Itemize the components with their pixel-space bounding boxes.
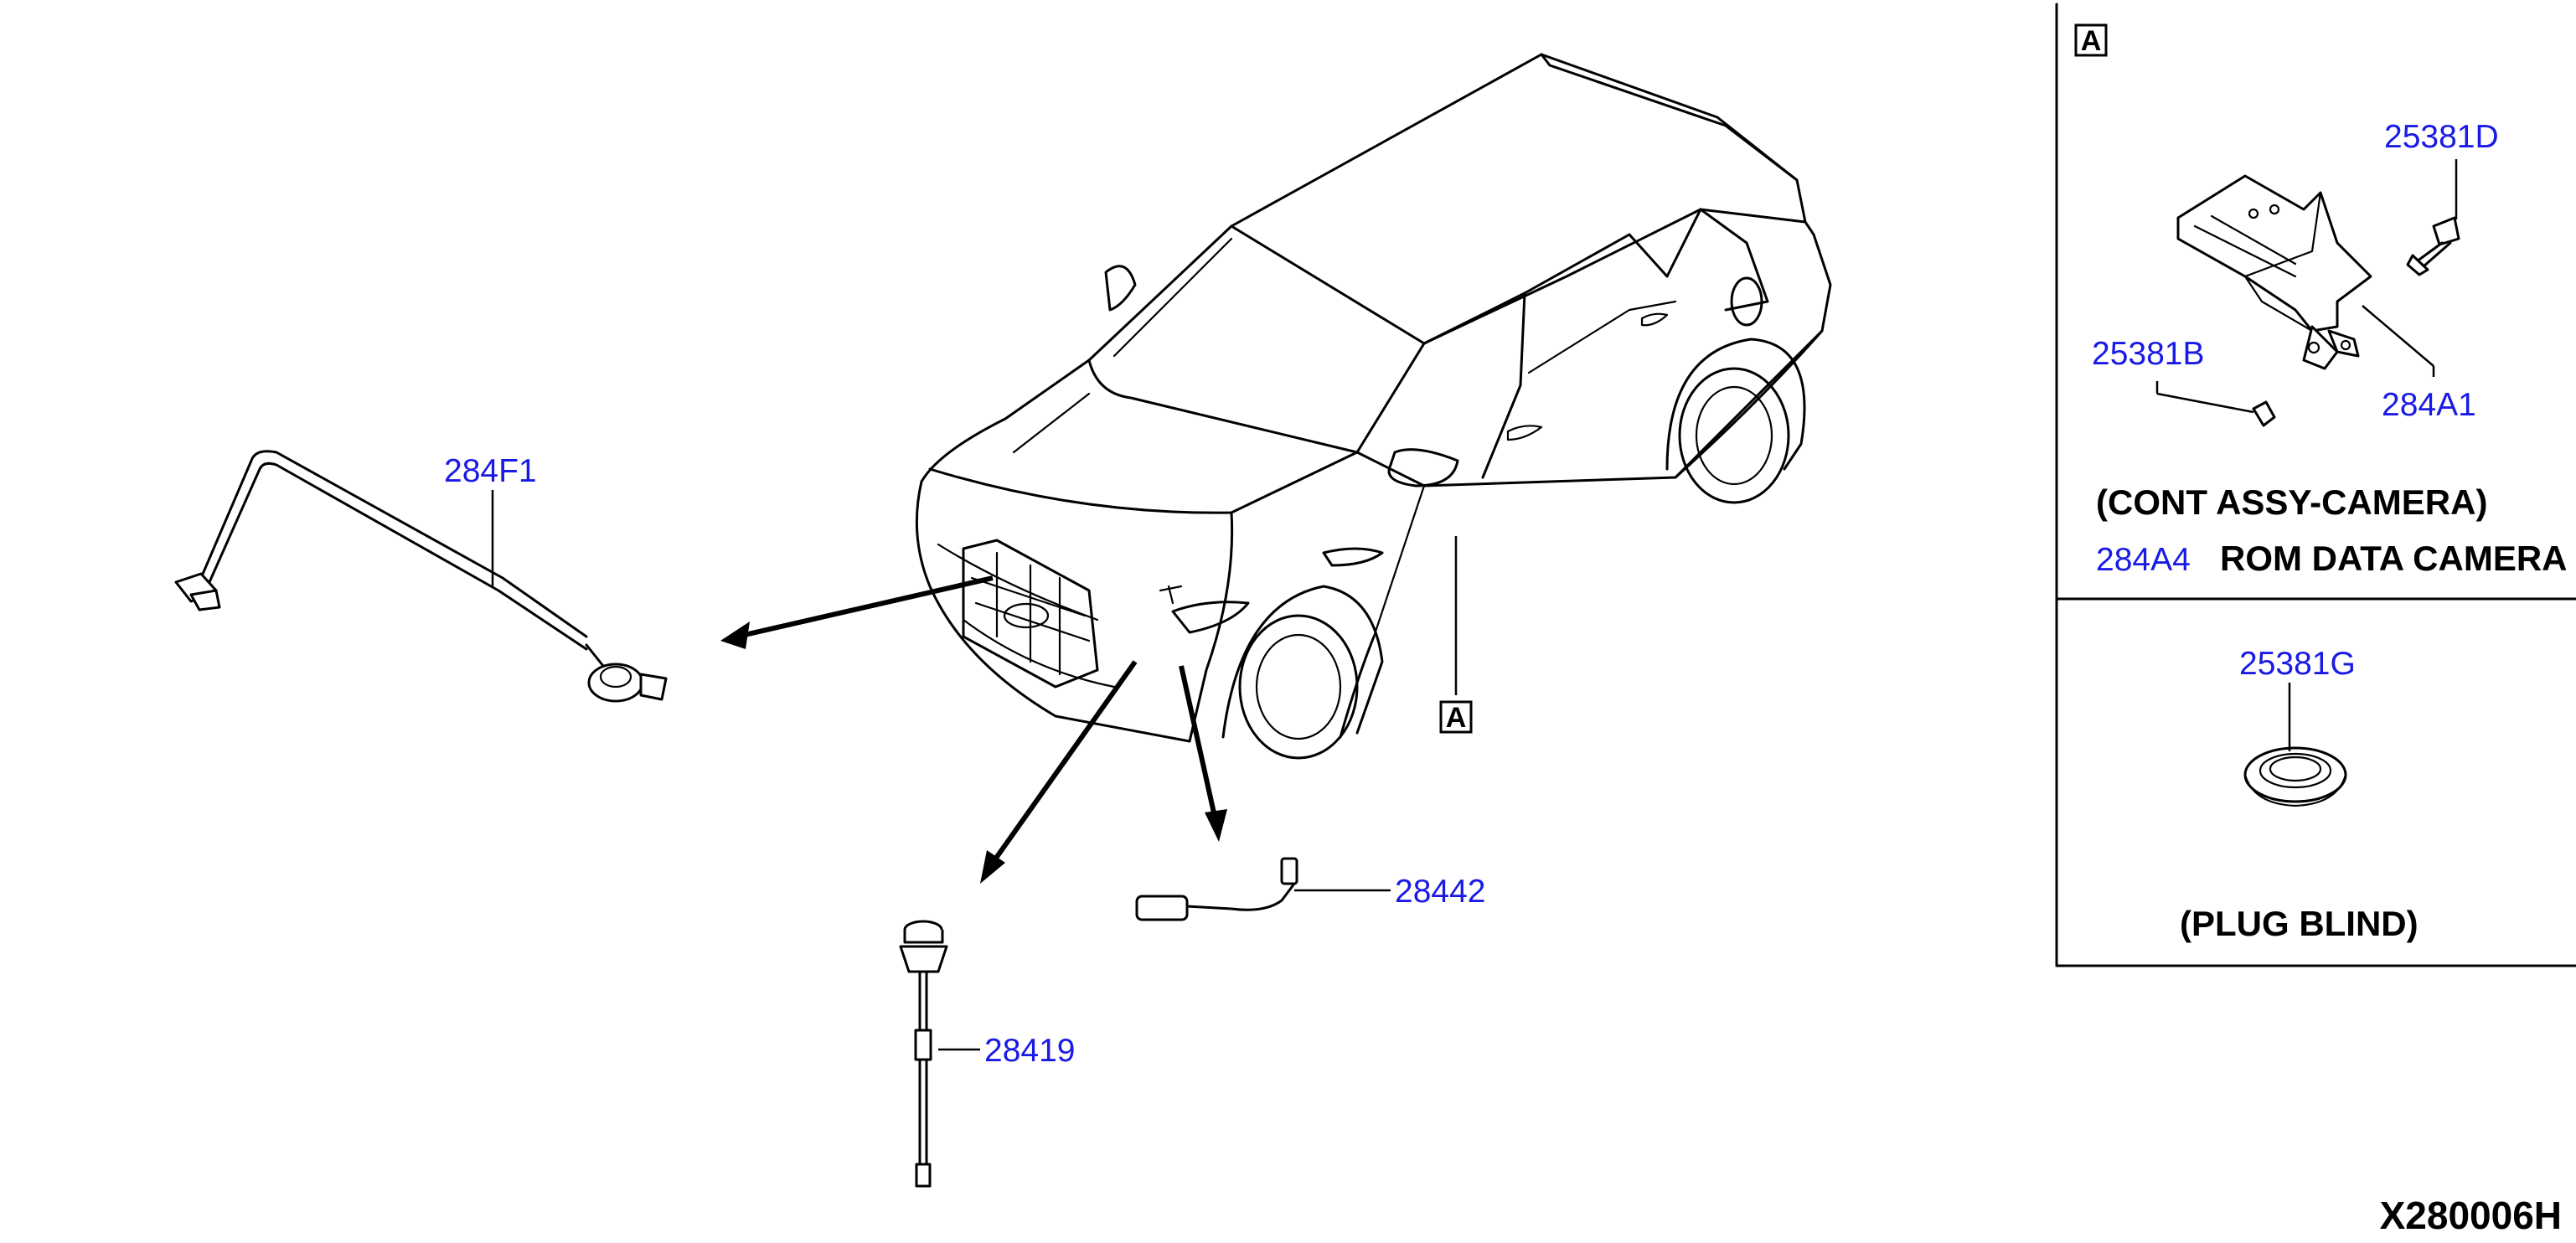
bolt-25381D-illustration bbox=[2406, 216, 2460, 276]
plug-blind-25381G-illustration bbox=[2243, 746, 2347, 807]
harness-28442-illustration bbox=[1135, 857, 1298, 921]
diagram-id: X280006H bbox=[2380, 1194, 2562, 1237]
pointer-arrows bbox=[720, 575, 1227, 884]
label-plug-blind: (PLUG BLIND) bbox=[2180, 904, 2419, 943]
detail-panel bbox=[2055, 3, 2576, 967]
part-number-284A1[interactable]: 284A1 bbox=[2382, 387, 2476, 423]
detail-a-badge: A bbox=[2074, 23, 2108, 57]
clip-25381B-illustration bbox=[2252, 400, 2276, 427]
part-number-28442[interactable]: 28442 bbox=[1395, 874, 1485, 910]
part-number-25381G[interactable]: 25381G bbox=[2239, 646, 2356, 682]
car-body-illustration bbox=[915, 53, 1832, 760]
svg-text:A: A bbox=[2081, 25, 2102, 57]
part-number-25381B[interactable]: 25381B bbox=[2092, 336, 2204, 372]
part-number-25381D[interactable]: 25381D bbox=[2384, 119, 2499, 155]
label-rom-data-camera: ROM DATA CAMERA bbox=[2220, 539, 2568, 578]
leader-lines bbox=[491, 490, 1458, 1051]
part-number-28419[interactable]: 28419 bbox=[984, 1033, 1075, 1069]
grille bbox=[962, 539, 1099, 689]
car-a-callout-badge: A bbox=[1439, 700, 1473, 734]
camera-28419-illustration bbox=[899, 920, 948, 1188]
part-number-284F1[interactable]: 284F1 bbox=[444, 453, 537, 489]
label-cont-assy-camera: (CONT ASSY-CAMERA) bbox=[2096, 482, 2487, 522]
harness-284F1-illustration bbox=[174, 450, 668, 703]
control-assy-284A1-illustration bbox=[2176, 174, 2372, 370]
svg-text:A: A bbox=[1446, 702, 1467, 734]
part-number-284A4[interactable]: 284A4 bbox=[2096, 542, 2191, 578]
